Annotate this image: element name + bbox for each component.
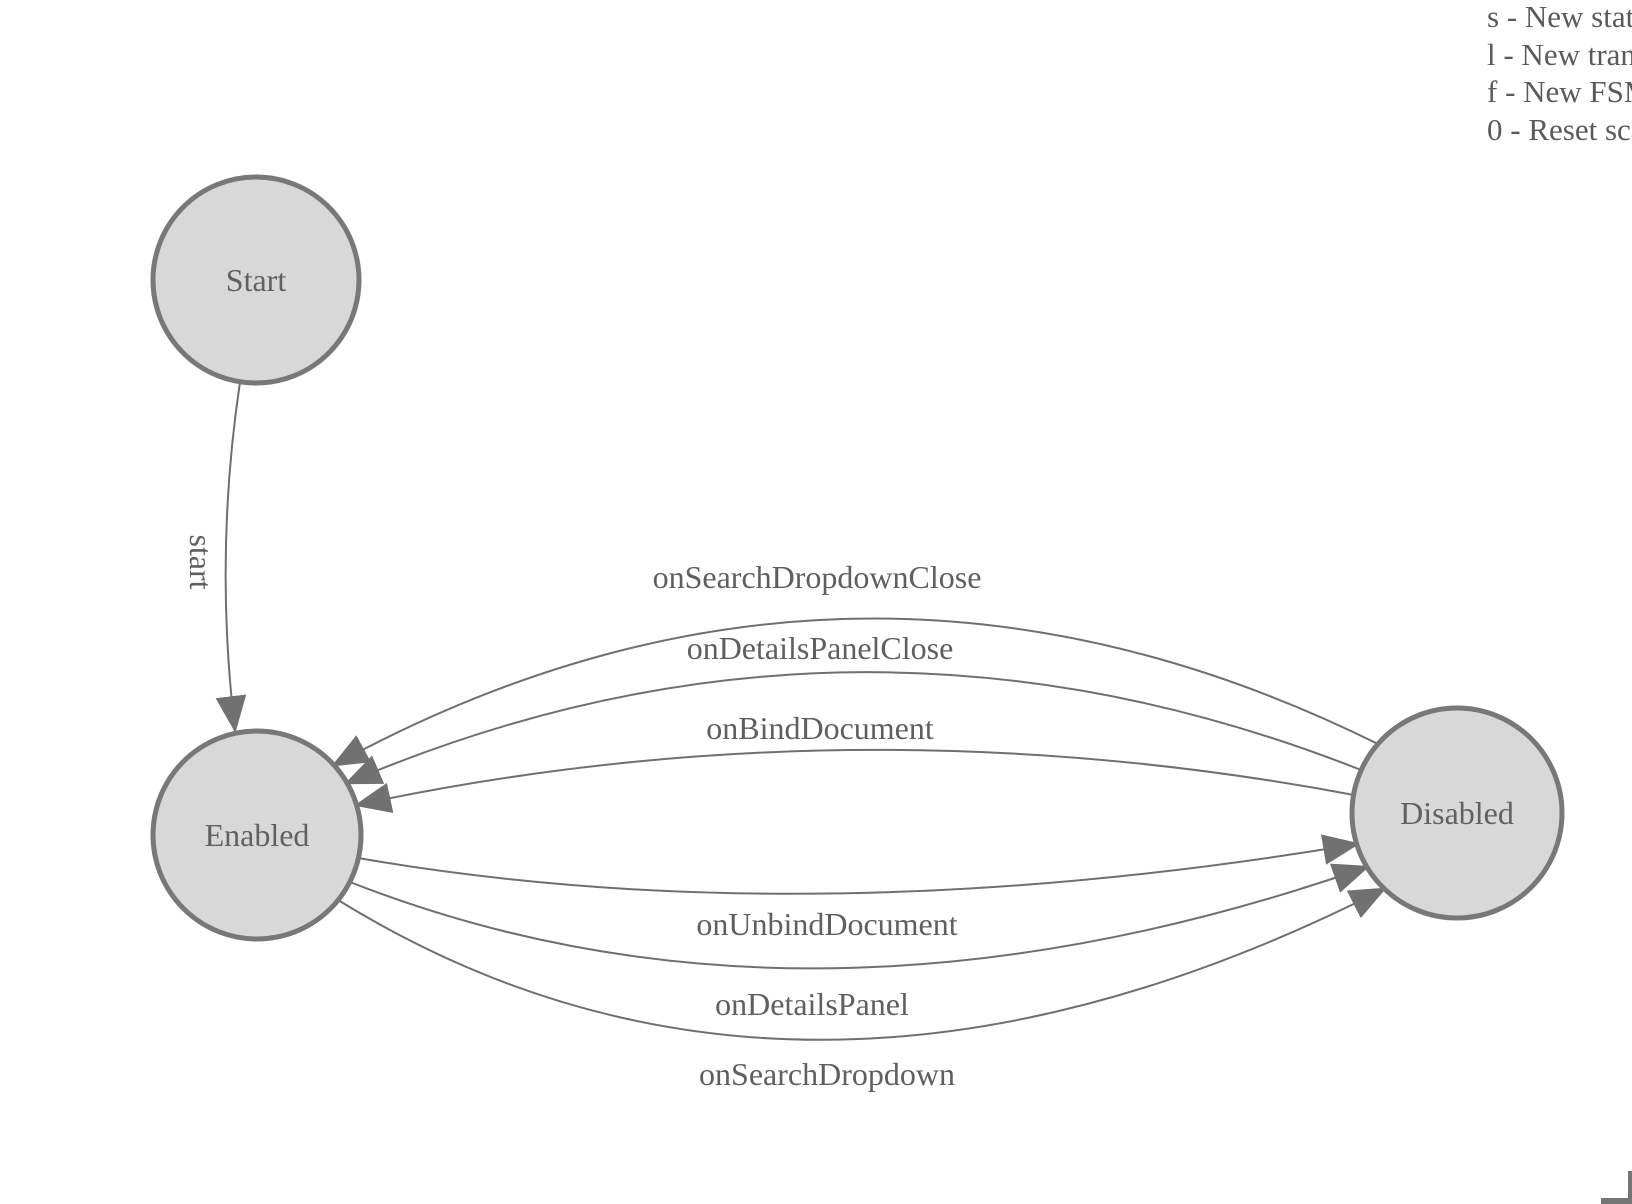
transitions [215, 381, 1387, 1041]
transition-label-onsearchdropdown: onSearchDropdown [699, 1056, 955, 1092]
transition-label-ondetailspanel: onDetailsPanel [715, 986, 909, 1022]
transition-label-ondetailspanelclose: onDetailsPanelClose [687, 630, 954, 666]
state-circle-disabled[interactable] [1349, 705, 1565, 921]
shortcuts-legend: s - New state l - New transition f - New… [1487, 0, 1632, 148]
transition-label-start: start [183, 534, 219, 589]
legend-line-new-state: s - New state [1487, 0, 1632, 34]
state-circle-start[interactable] [150, 174, 362, 386]
transition-label-onsearchdropdownclose: onSearchDropdownClose [653, 559, 982, 595]
legend-line-new-fsm: f - New FSM [1487, 74, 1632, 109]
transition-edge-onbinddocument[interactable] [353, 748, 1355, 814]
transition-edge-ondetailspanelclose[interactable] [344, 671, 1362, 785]
transition-label-onunbinddocument: onUnbindDocument [696, 906, 957, 942]
corner-horizontal-bar [1601, 1198, 1632, 1204]
legend-line-new-transition: l - New transition [1487, 36, 1632, 72]
partial-rectangle-corner [1601, 1171, 1632, 1204]
transition-edge-start[interactable] [215, 381, 247, 734]
state-label-start: Start [226, 262, 287, 298]
transition-labels: start onSearchDropdownClose onDetailsPan… [183, 534, 981, 1092]
state-node-start[interactable]: Start [150, 174, 362, 386]
legend-line-reset-scale: 0 - Reset scale [1487, 111, 1632, 147]
transition-edge-onsearchdropdownclose[interactable] [331, 617, 1379, 767]
transition-label-onbinddocument: onBindDocument [706, 710, 934, 746]
state-node-disabled[interactable]: Disabled [1349, 705, 1565, 921]
transition-edge-ondetailspanel[interactable] [349, 863, 1370, 970]
corner-vertical-bar [1628, 1171, 1632, 1204]
state-circle-enabled[interactable] [150, 728, 364, 942]
state-node-enabled[interactable]: Enabled [150, 728, 364, 942]
transition-edge-onsearchdropdown[interactable] [337, 887, 1387, 1041]
state-label-enabled: Enabled [205, 817, 310, 853]
state-label-disabled: Disabled [1400, 795, 1514, 831]
transition-edge-onunbinddocument[interactable] [357, 834, 1361, 895]
